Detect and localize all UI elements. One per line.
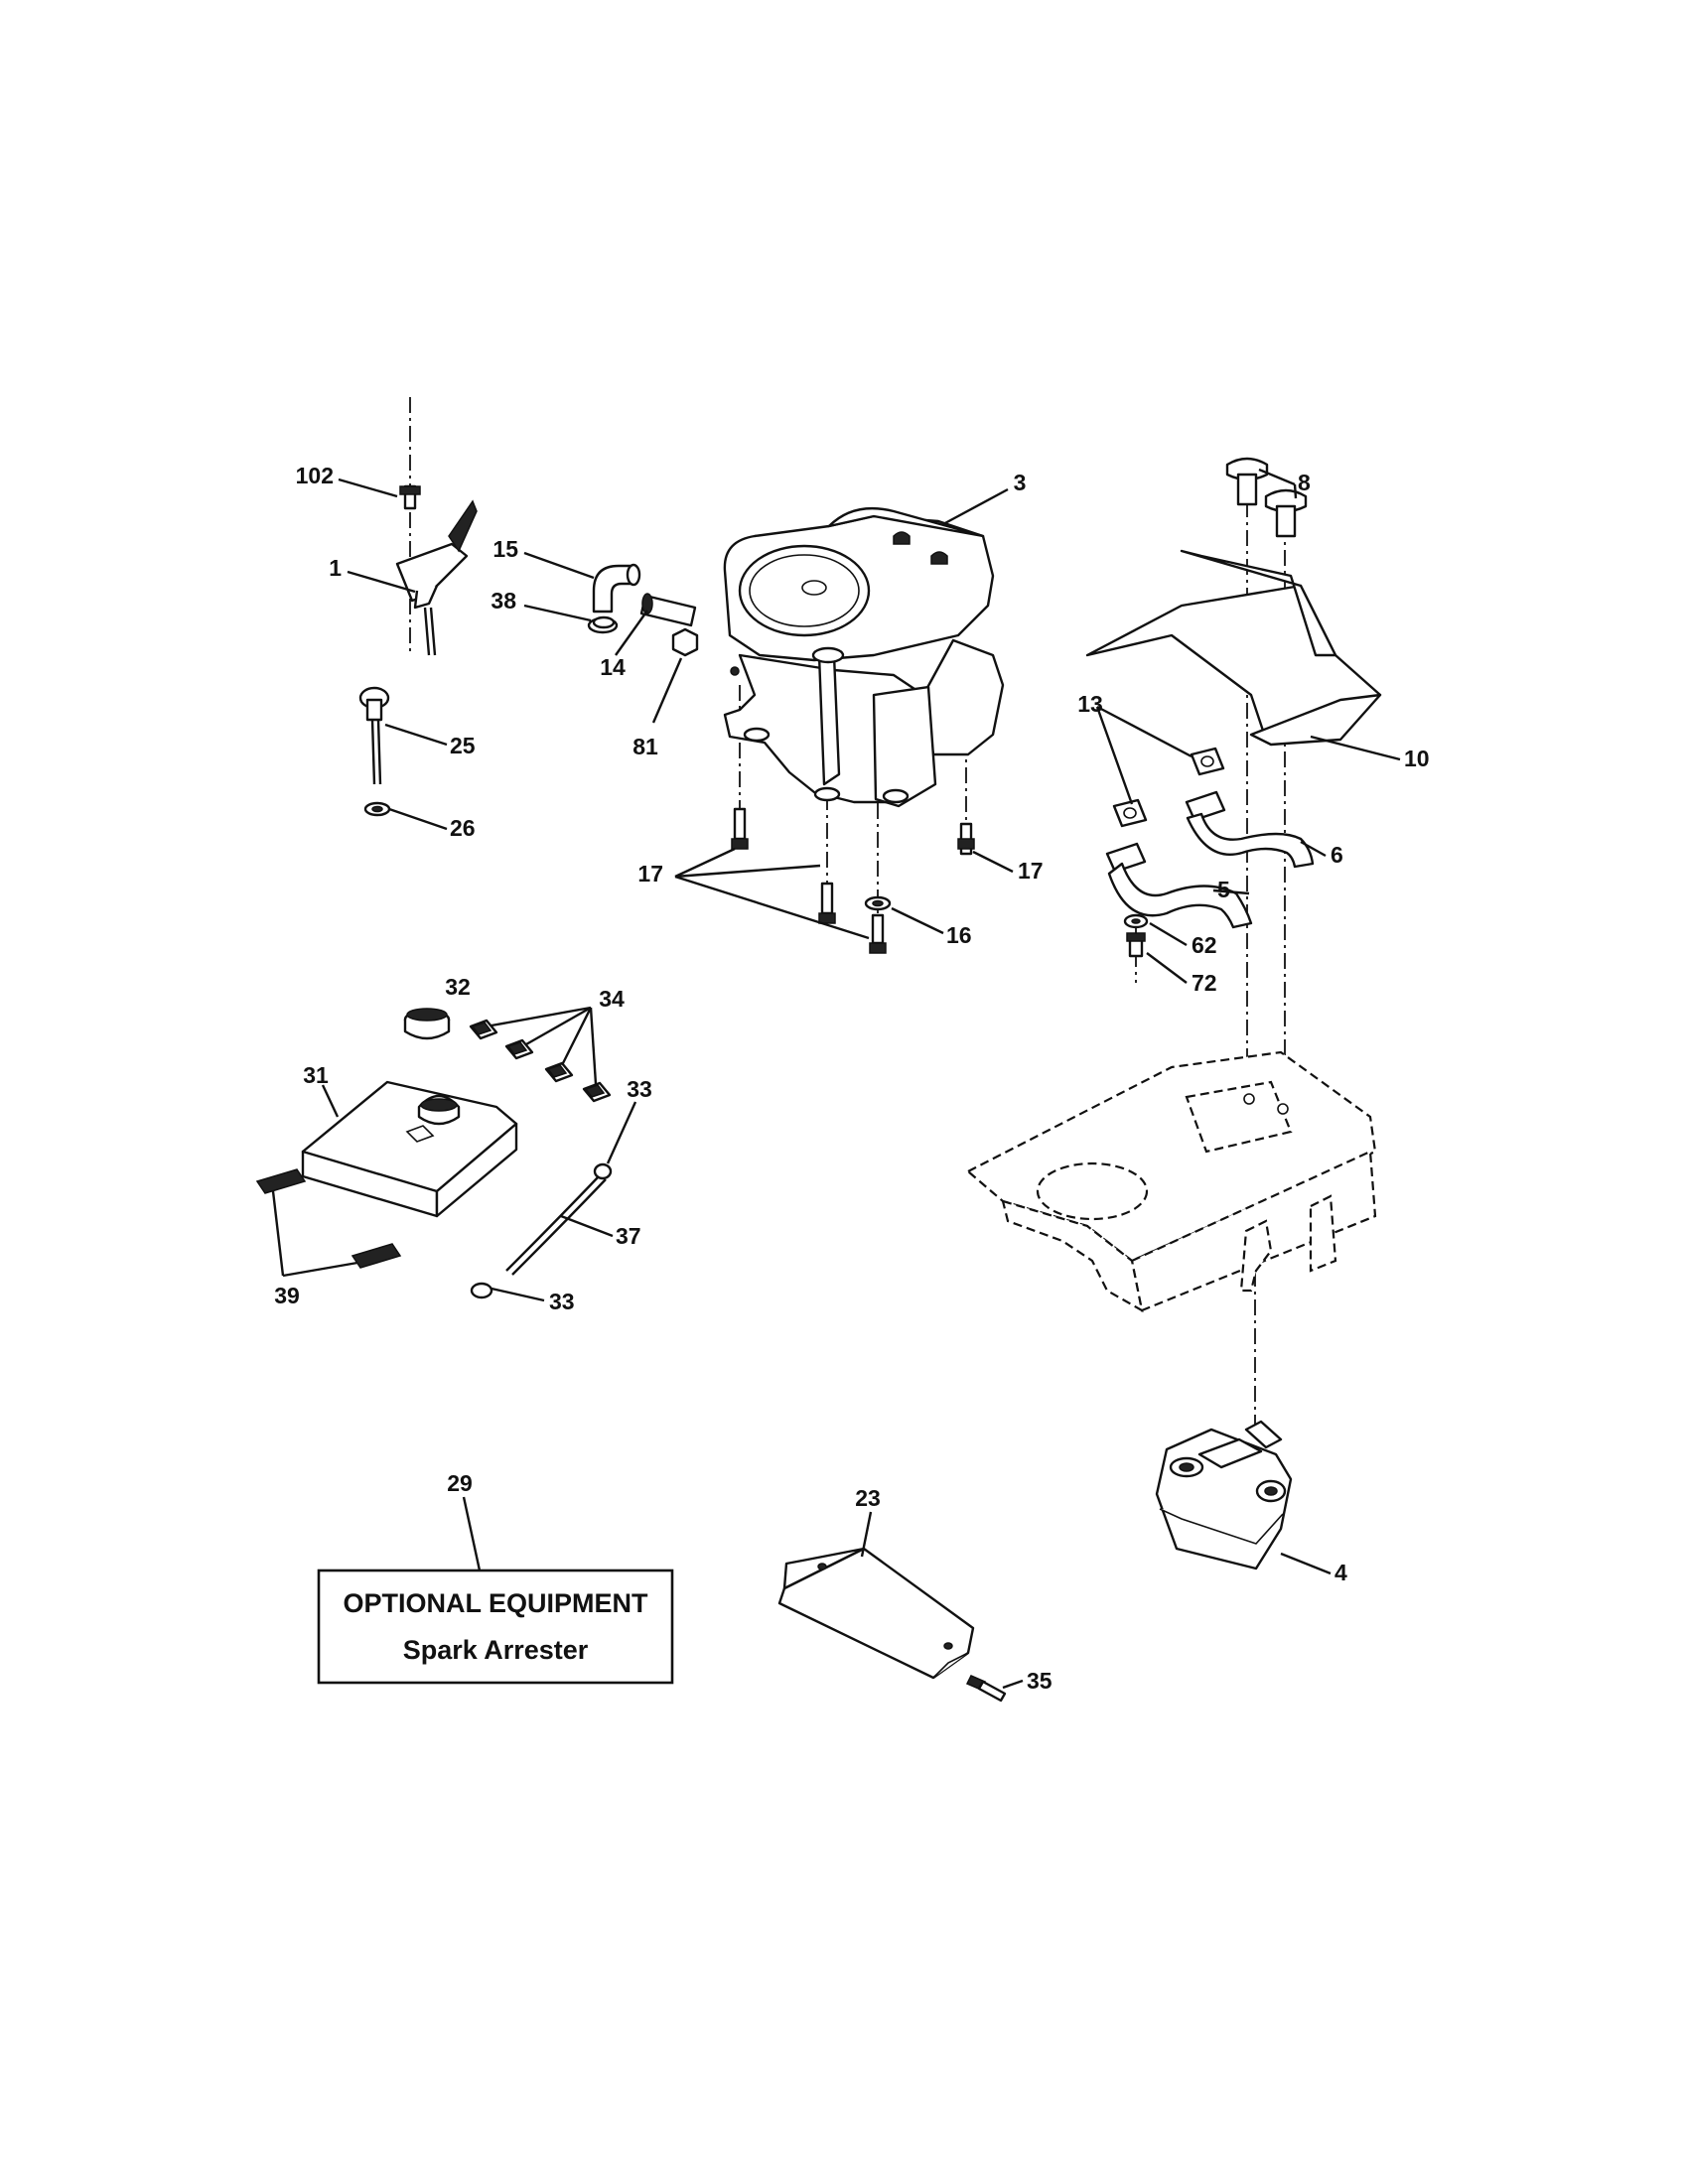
heat-shield-part-10 <box>1085 549 1382 747</box>
callout-35: 35 <box>1027 1668 1052 1694</box>
callout-16: 16 <box>946 922 972 948</box>
callout-13: 13 <box>1077 691 1103 717</box>
callout-26: 26 <box>450 815 476 841</box>
engine-part-3 <box>723 507 1005 808</box>
callout-72: 72 <box>1192 970 1217 996</box>
optional-equipment-box: OPTIONAL EQUIPMENT Spark Arrester <box>317 1569 674 1685</box>
bolts-part-17 <box>731 807 975 954</box>
optional-equipment-subtitle: Spark Arrester <box>403 1635 589 1665</box>
callout-14: 14 <box>600 654 626 680</box>
exhaust-parts <box>1105 747 1315 958</box>
callout-17-right: 17 <box>1018 858 1044 884</box>
callout-4: 4 <box>1334 1560 1347 1585</box>
callout-81: 81 <box>632 734 658 759</box>
callout-25: 25 <box>450 733 476 758</box>
callout-34: 34 <box>599 986 625 1012</box>
callout-labels: 102 1 25 26 15 38 14 81 3 17 17 16 8 10 … <box>274 463 1429 1694</box>
chassis-frame <box>966 1050 1377 1313</box>
fuel-fittings <box>587 563 740 676</box>
callout-6: 6 <box>1331 842 1343 868</box>
callout-17-left: 17 <box>637 861 663 887</box>
throttle-lever-part-1 <box>395 484 478 656</box>
callout-102: 102 <box>296 463 334 488</box>
callout-37: 37 <box>616 1223 641 1249</box>
bolts-part-8 <box>1225 457 1308 538</box>
callout-3: 3 <box>1014 470 1027 495</box>
callout-62: 62 <box>1192 932 1217 958</box>
callout-23: 23 <box>855 1485 881 1511</box>
spark-arrester-parts <box>255 1008 613 1299</box>
leader-lines <box>271 468 1401 1690</box>
muffler-part-4 <box>1155 1420 1293 1570</box>
optional-equipment-title: OPTIONAL EQUIPMENT <box>343 1588 648 1618</box>
callout-38: 38 <box>491 588 516 614</box>
callout-15: 15 <box>492 536 518 562</box>
callout-39: 39 <box>274 1283 300 1308</box>
callout-33-bottom: 33 <box>549 1289 575 1314</box>
callout-33-top: 33 <box>627 1076 652 1102</box>
callout-31: 31 <box>303 1062 329 1088</box>
callout-10: 10 <box>1404 746 1430 771</box>
shield-part-23 <box>777 1547 1007 1703</box>
callout-29: 29 <box>447 1470 473 1496</box>
callout-1: 1 <box>329 555 342 581</box>
callout-5: 5 <box>1217 877 1230 902</box>
knob-part-25 <box>358 686 391 817</box>
callout-8: 8 <box>1298 470 1311 495</box>
callout-32: 32 <box>445 974 471 1000</box>
